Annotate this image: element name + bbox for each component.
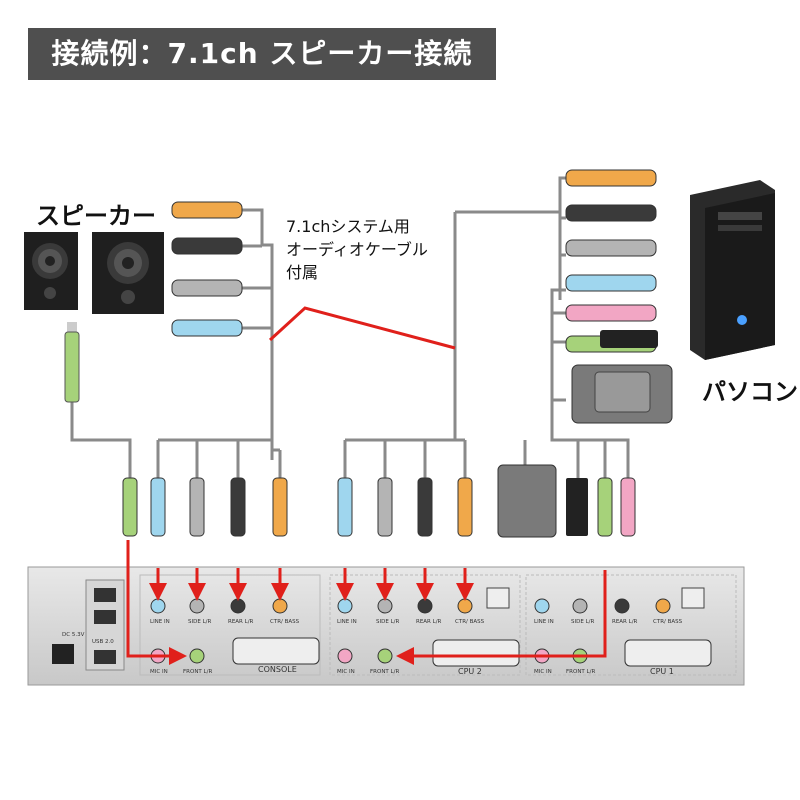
cpu2-label: CPU 2 xyxy=(458,667,482,676)
line-in-label-cpu2: LINE IN xyxy=(337,619,357,625)
right-rca-plugs xyxy=(565,169,658,353)
connection-arrows xyxy=(126,306,607,665)
rear-label-cpu1: REAR L/R xyxy=(612,619,638,625)
line-in-label-cpu1: LINE IN xyxy=(534,619,554,625)
right-harness xyxy=(343,176,630,478)
kvm-panel xyxy=(27,566,745,686)
panel-plugs-left xyxy=(122,477,288,537)
speaker-left xyxy=(24,232,78,310)
cable-note-line2: オーディオケーブル xyxy=(286,240,428,259)
power-label: DC 5.3V xyxy=(62,632,85,638)
pc-label: パソコン xyxy=(702,378,798,406)
rear-label-cpu2: REAR L/R xyxy=(416,619,442,625)
left-rca-plugs xyxy=(171,201,243,337)
usb-label: USB 2.0 xyxy=(92,639,114,645)
cable-note-line3: 付属 xyxy=(286,263,319,282)
line-in-label: LINE IN xyxy=(150,619,170,625)
front-label-cpu1: FRONT L/R xyxy=(566,669,595,675)
pc-tower xyxy=(690,180,775,360)
ctr-label-cpu1: CTR/ BASS xyxy=(653,619,683,625)
page-title: 接続例：7.1ch スピーカー接続 xyxy=(51,37,473,70)
side-label: SIDE L/R xyxy=(188,619,211,625)
console-label: CONSOLE xyxy=(258,665,297,674)
panel-plugs-right xyxy=(337,464,636,538)
front-label-cpu2: FRONT L/R xyxy=(370,669,399,675)
dvi-connector-pc xyxy=(571,364,673,424)
rear-label: REAR L/R xyxy=(228,619,254,625)
side-label-cpu1: SIDE L/R xyxy=(571,619,594,625)
panel-labels: USB 2.0 DC 5.3V CONSOLE CPU 2 CPU 1 LINE… xyxy=(62,619,683,676)
speaker-mini-plug xyxy=(64,322,80,403)
side-label-cpu2: SIDE L/R xyxy=(376,619,399,625)
cpu1-label: CPU 1 xyxy=(650,667,674,676)
speaker-right xyxy=(92,232,164,314)
speaker-label: スピーカー xyxy=(36,202,156,230)
front-label: FRONT L/R xyxy=(183,669,212,675)
mic-in-label: MIC IN xyxy=(150,669,168,675)
left-harness xyxy=(156,208,282,478)
ctr-label: CTR/ BASS xyxy=(270,619,300,625)
ctr-label-cpu2: CTR/ BASS xyxy=(455,619,485,625)
title-banner: 接続例：7.1ch スピーカー接続 xyxy=(28,28,496,80)
cable-note: 7.1chシステム用 オーディオケーブル 付属 xyxy=(286,215,428,284)
mic-in-label-cpu2: MIC IN xyxy=(337,669,355,675)
mic-in-label-cpu1: MIC IN xyxy=(534,669,552,675)
cable-note-line1: 7.1chシステム用 xyxy=(286,217,410,236)
speaker-cable xyxy=(70,400,132,478)
